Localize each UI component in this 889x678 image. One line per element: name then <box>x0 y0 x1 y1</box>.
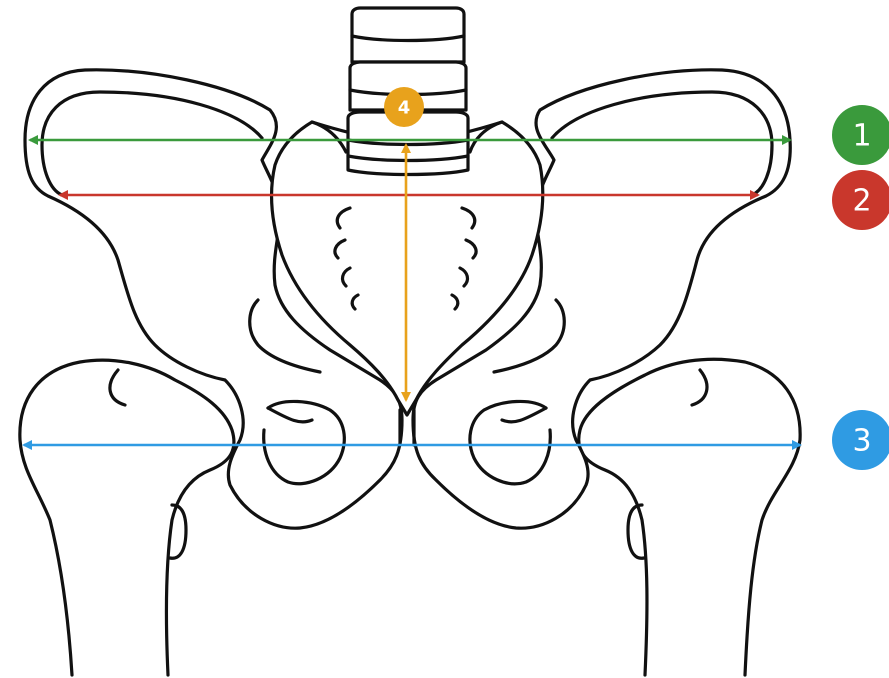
badge-2: 2 <box>832 170 889 230</box>
badge-3-label: 3 <box>852 424 871 459</box>
left-femur <box>20 360 234 675</box>
badge-2-label: 2 <box>852 184 871 219</box>
badge-3: 3 <box>832 410 889 470</box>
badge-4-label: 4 <box>398 98 411 119</box>
right-femur <box>579 359 800 675</box>
badge-1-label: 1 <box>852 119 871 154</box>
badge-4: 4 <box>384 87 424 127</box>
badge-1: 1 <box>832 105 889 165</box>
